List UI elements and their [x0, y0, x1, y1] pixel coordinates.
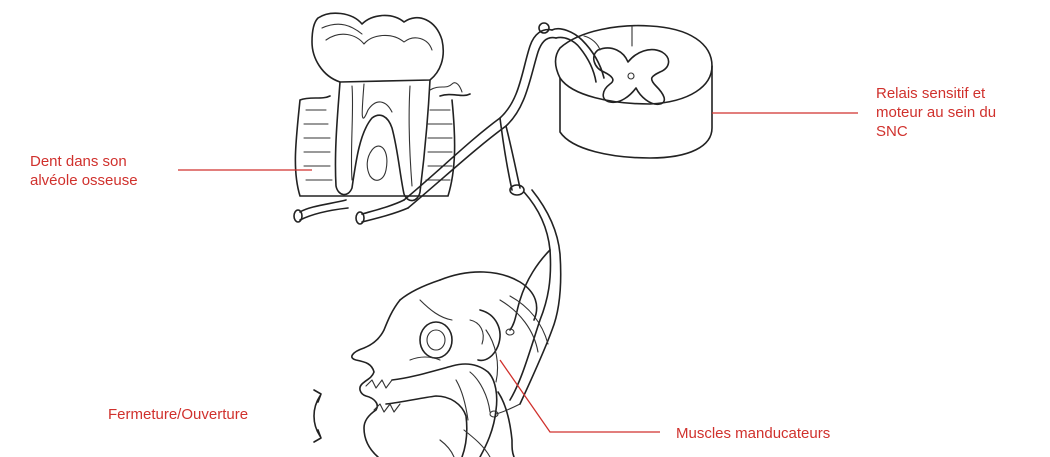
cns-label-line-2: moteur au sein du [876, 103, 996, 122]
tooth-pulp [351, 84, 412, 186]
nerve-stub-right [362, 200, 408, 222]
cord-sides [560, 66, 712, 158]
muscles-label: Muscles manducateurs [676, 424, 830, 443]
muscles-text: Muscles manducateurs [676, 424, 830, 443]
spinal-cord-section [556, 26, 713, 158]
tooth-root [335, 80, 430, 201]
cns-label-line-1: Relais sensitif et [876, 84, 996, 103]
cns-label-line-3: SNC [876, 122, 996, 141]
head-illustration [352, 272, 548, 457]
face-profile [352, 300, 400, 457]
tooth-crown [312, 13, 443, 82]
nerve-stub-left [300, 200, 348, 220]
tooth-label-line-1: Dent dans son [30, 152, 138, 171]
jaw-motion-label: Fermeture/Ouverture [108, 405, 248, 424]
tooth-label-line-2: alvéole osseuse [30, 171, 138, 190]
eye-orbit [420, 322, 452, 358]
jaw-motion-arrow [314, 390, 321, 442]
tooth-label: Dent dans son alvéole osseuse [30, 152, 138, 190]
tooth-illustration [294, 13, 470, 224]
alveolar-bone [295, 94, 470, 196]
jaw-motion-text: Fermeture/Ouverture [108, 405, 248, 424]
upper-teeth [366, 380, 392, 388]
grey-matter [594, 48, 669, 104]
cns-label: Relais sensitif et moteur au sein du SNC [876, 84, 996, 141]
